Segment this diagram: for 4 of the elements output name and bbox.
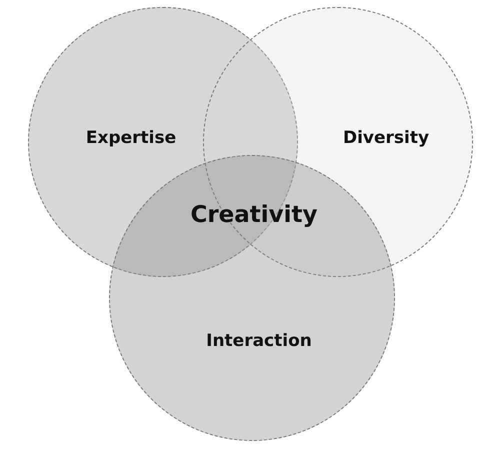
circle-label: Diversity [342, 128, 430, 148]
circle-label: Interaction [206, 331, 312, 351]
center-label: Creativity [190, 202, 318, 228]
circle-label: Expertise [86, 128, 176, 148]
